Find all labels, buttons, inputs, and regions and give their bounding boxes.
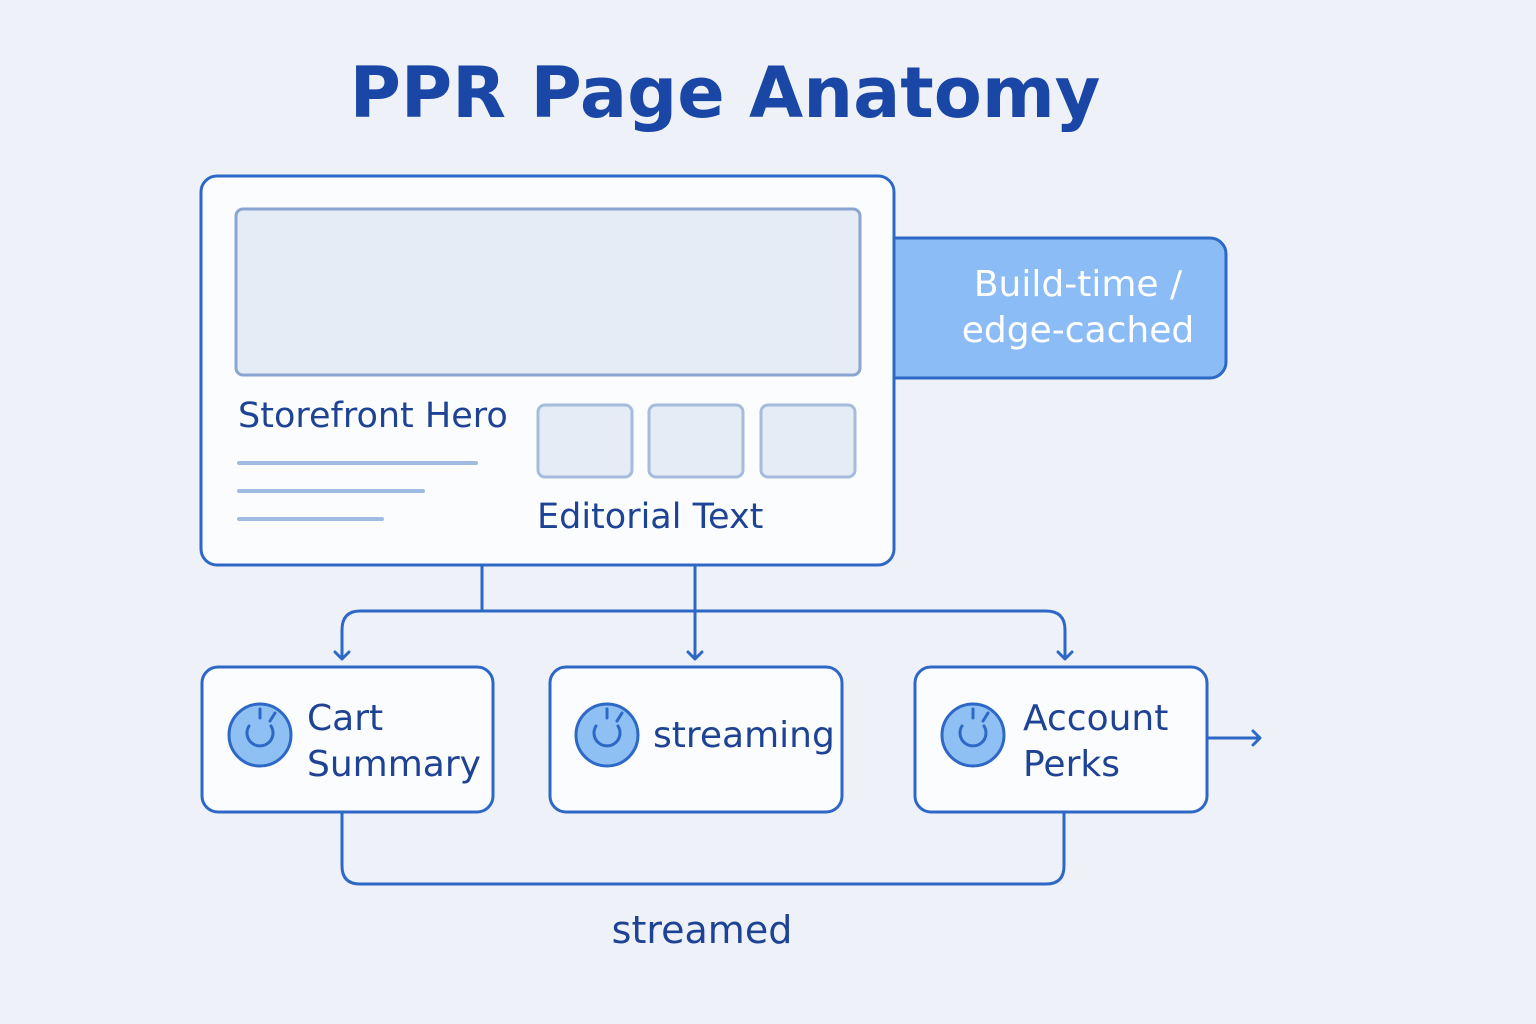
spinner-icon — [227, 702, 293, 768]
thumbnail-3 — [759, 403, 857, 479]
connector-bus-right — [482, 609, 1074, 661]
cart-summary-label: Cart Summary — [307, 698, 481, 785]
streaming-node — [548, 665, 844, 814]
editorial-text-label: Editorial Text — [537, 497, 764, 537]
cache-tag-label: Build-time / edge-cached — [961, 264, 1195, 351]
connector-bus-left — [333, 609, 482, 661]
streamed-label: streamed — [611, 908, 793, 952]
thumbnail-1 — [536, 403, 634, 479]
spinner-icon — [940, 702, 1006, 768]
hero-image-placeholder — [234, 207, 862, 377]
account-perks-label: Account Perks — [1023, 698, 1169, 785]
streamed-bracket — [340, 812, 1066, 886]
streaming-label: streaming — [653, 715, 835, 756]
thumbnail-2 — [647, 403, 745, 479]
spinner-icon — [574, 702, 640, 768]
page-title: PPR Page Anatomy — [349, 52, 1101, 134]
storefront-hero-label: Storefront Hero — [238, 396, 508, 436]
cart-summary-node — [200, 665, 495, 814]
